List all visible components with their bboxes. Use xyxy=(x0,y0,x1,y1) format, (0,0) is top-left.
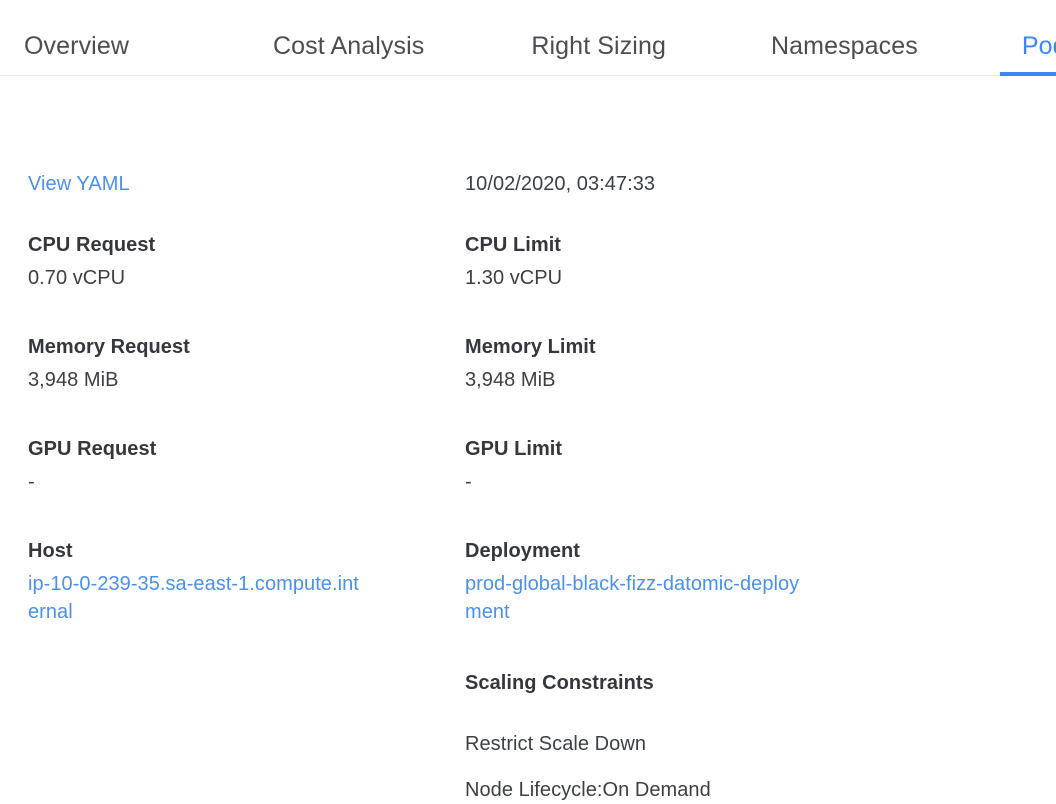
gpu-limit-value: - xyxy=(465,471,472,493)
view-yaml-link[interactable]: View YAML xyxy=(28,173,130,195)
memory-limit-value: 3,948 MiB xyxy=(465,369,556,391)
tab-overview-label: Overview xyxy=(24,31,129,60)
tab-active-underline xyxy=(999,72,1056,76)
tab-bar: Overview Cost Analysis Right Sizing Name… xyxy=(0,0,1056,76)
tab-namespaces-label: Namespaces xyxy=(770,31,918,60)
cpu-limit-value: 1.30 vCPU xyxy=(465,267,563,289)
tab-pods[interactable]: Pods xyxy=(999,0,1056,76)
cpu-request-value: 0.70 vCPU xyxy=(28,267,126,289)
memory-limit-label: Memory Limit xyxy=(465,336,596,358)
host-value-row: ip-10-0-239-35.sa-east-1.compute.interna… xyxy=(28,570,368,626)
scaling-constraint-node-lifecycle: Node Lifecycle:On Demand xyxy=(465,779,711,801)
tab-namespaces[interactable]: Namespaces xyxy=(765,0,924,75)
tab-cost-analysis[interactable]: Cost Analysis xyxy=(267,0,430,75)
gpu-request-value: - xyxy=(28,471,35,493)
memory-request-label: Memory Request xyxy=(28,336,190,358)
pod-timestamp: 10/02/2020, 03:47:33 xyxy=(465,173,656,195)
host-link[interactable]: ip-10-0-239-35.sa-east-1.compute.interna… xyxy=(28,573,359,623)
tab-overview[interactable]: Overview xyxy=(18,0,135,75)
pod-detail-panel: View YAML CPU Request 0.70 vCPU Memory R… xyxy=(0,76,1056,801)
tab-right-sizing[interactable]: Right Sizing xyxy=(525,0,672,75)
host-label: Host xyxy=(28,540,73,562)
deployment-value-row: prod-global-black-fizz-datomic-deploymen… xyxy=(465,570,805,626)
tab-pods-label: Pods xyxy=(1021,31,1056,60)
memory-request-value: 3,948 MiB xyxy=(28,369,119,391)
scaling-constraint-restrict-scale-down: Restrict Scale Down xyxy=(465,733,647,755)
view-yaml-row: View YAML xyxy=(28,170,130,198)
tab-right-sizing-label: Right Sizing xyxy=(531,31,666,60)
gpu-limit-label: GPU Limit xyxy=(465,438,563,460)
deployment-link[interactable]: prod-global-black-fizz-datomic-deploymen… xyxy=(465,573,800,623)
scaling-constraints-label: Scaling Constraints xyxy=(465,672,654,694)
deployment-label: Deployment xyxy=(465,540,580,562)
cpu-request-label: CPU Request xyxy=(28,234,156,256)
tab-cost-analysis-label: Cost Analysis xyxy=(273,31,425,60)
tab-list: Overview Cost Analysis Right Sizing Name… xyxy=(0,0,1056,76)
cpu-limit-label: CPU Limit xyxy=(465,234,562,256)
gpu-request-label: GPU Request xyxy=(28,438,157,460)
